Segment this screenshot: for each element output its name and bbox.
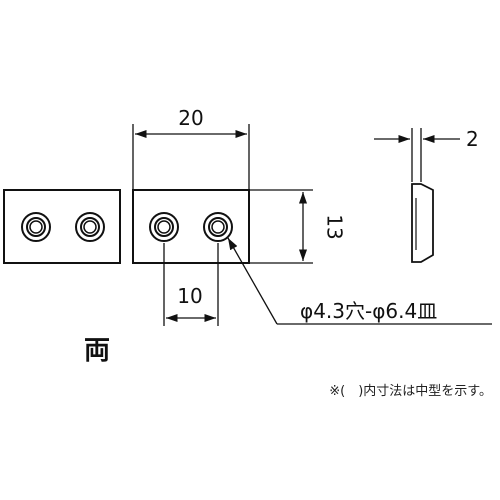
footnote: ※( )内寸法は中型を示す。 xyxy=(329,384,492,399)
dimension-pitch-label: 10 xyxy=(177,284,202,308)
plate-main xyxy=(132,189,250,264)
dimension-pitch xyxy=(163,243,219,326)
dimension-height xyxy=(250,189,313,264)
hole-main-2 xyxy=(203,212,233,242)
dimension-width xyxy=(132,124,250,189)
dimension-height-label: 13 xyxy=(323,214,347,239)
side-view xyxy=(411,183,434,263)
hole-left-2 xyxy=(75,212,105,242)
hole-callout: φ4.3穴-φ6.4皿 xyxy=(300,299,437,323)
dimension-thickness xyxy=(374,128,460,182)
dimension-width-label: 20 xyxy=(178,106,203,130)
hole-left-1 xyxy=(21,212,51,242)
callout-leader xyxy=(227,237,492,325)
hole-main-1 xyxy=(149,212,179,242)
dimension-thickness-label: 2 xyxy=(466,127,479,151)
plate-left xyxy=(3,189,121,264)
both-label: 両 xyxy=(84,336,111,366)
